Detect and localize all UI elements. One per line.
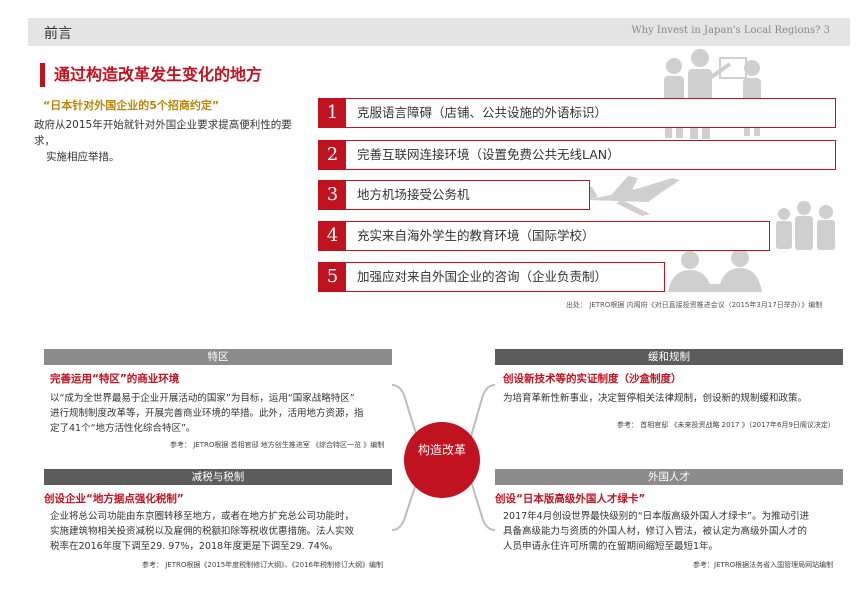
body-line: 企业将总公司功能由东京圈转移至地方，或者在地方扩充总公司功能时， <box>50 511 355 522</box>
top-bar: 前言 Why Invest in Japan's Local Regions? … <box>28 18 850 46</box>
foreign-talent-body: 2017年4月创设世界最快级别的“日本版高级外国人才绿卡”。为推动引进 具备高级… <box>503 509 843 554</box>
promise-number: 3 <box>319 181 346 209</box>
tax-subtitle: 创设企业“地方据点强化税制” <box>44 493 184 505</box>
special-zone-reference: 参考： JETRO根据 首相官邸 地方创生推进室 《综合特区一览 》编制 <box>170 441 385 449</box>
students-silhouette <box>776 201 835 250</box>
body-line: 以“成为全世界最易于企业开展活动的国家”为目标，运用“国家战略特区” <box>50 393 355 404</box>
intro-text: 政府从2015年开始就针对外国企业要求提高便利性的要求， 实施相应举措。 <box>34 117 309 165</box>
body-line: 人员申请永住许可所需的在留期间缩短至最短1年。 <box>503 541 719 552</box>
body-line: 实施建筑物相关投资减税以及雇佣的税额扣除等税收优惠措施。法人实效 <box>50 526 355 537</box>
body-line: 具备高级能力与资质的外国人材，修订入管法，被认定为高级外国人才的 <box>503 526 808 537</box>
promise-item-3: 3 地方机场接受公务机 <box>318 180 590 210</box>
title-accent-bar <box>40 63 45 87</box>
body-line: 2017年4月创设世界最快级别的“日本版高级外国人才绿卡”。为推动引进 <box>503 511 810 522</box>
body-line: 为培育革新性新事业，决定暂停相关法律规制，创设新的规制缓和政策。 <box>503 393 808 404</box>
airplane-silhouette <box>584 176 680 216</box>
foreign-talent-subtitle: 创设“日本版高级外国人才绿卡” <box>495 493 646 505</box>
promise-item-4: 4 充实来自海外学生的教育环境（国际学校） <box>318 221 770 251</box>
page-slogan: Why Invest in Japan's Local Regions? 3 <box>631 25 830 36</box>
promise-text: 克服语言障碍（店铺、公共设施的外语标识） <box>357 105 608 120</box>
promise-number: 2 <box>319 141 346 169</box>
promise-text: 加强应对来自外国企业的咨询（企业负责制） <box>357 269 608 284</box>
special-zone-header: 特区 <box>44 349 392 365</box>
page-title: 通过构造改革发生变化的地方 <box>54 65 263 84</box>
deregulation-subtitle: 创设新技术等的实证制度（沙盒制度） <box>503 373 682 385</box>
promise-text: 地方机场接受公务机 <box>357 187 470 202</box>
deregulation-header: 缓和规制 <box>495 349 843 365</box>
intro-line: 政府从2015年开始就针对外国企业要求提高便利性的要求， <box>34 119 292 147</box>
tax-body: 企业将总公司功能由东京圈转移至地方，或者在地方扩充总公司功能时， 实施建筑物相关… <box>50 509 395 554</box>
body-line: 税率在2016年度下调至29. 97%，2018年度更是下调至29. 74%。 <box>50 541 339 552</box>
promise-text: 完善互联网连接环境（设置免费公共无线LAN） <box>357 147 620 162</box>
consultation-silhouette <box>668 249 762 292</box>
deregulation-body: 为培育革新性新事业，决定暂停相关法律规制，创设新的规制缓和政策。 <box>503 391 843 406</box>
intro-line: 实施相应举措。 <box>46 151 120 163</box>
source-note: 出处： JETRO根据 内阁府《对日直接投资推进会议（2015年3月17日举办）… <box>566 301 823 309</box>
deregulation-reference: 参考： 首相官邸 《未来投资战略 2017 》（2017年6月9日阁议决定） <box>617 421 835 429</box>
center-label: 构造改革 <box>417 443 466 457</box>
promise-number: 1 <box>319 99 346 127</box>
body-line: 进行规制制度改革等，开展完善商业环境的举措。此外，活用地方资源，指 <box>50 408 364 419</box>
promises-subhead: “日本针对外国企业的5个招商约定” <box>43 99 220 112</box>
special-zone-subtitle: 完善运用“特区”的商业环境 <box>50 373 180 385</box>
center-circle <box>404 422 480 498</box>
promise-text: 充实来自海外学生的教育环境（国际学校） <box>357 228 595 243</box>
tax-header: 减税与税制 <box>44 469 392 485</box>
section-label: 前言 <box>44 26 72 42</box>
foreign-talent-reference: 参考：JETRO根据法务省入国管理局网站编制 <box>693 561 834 569</box>
connector-lines <box>391 384 496 531</box>
promise-item-1: 1 克服语言障碍（店铺、公共设施的外语标识） <box>318 98 836 128</box>
special-zone-body: 以“成为全世界最易于企业开展活动的国家”为目标，运用“国家战略特区” 进行规制制… <box>50 391 395 436</box>
foreign-talent-header: 外国人才 <box>495 469 843 485</box>
tax-reference: 参考： JETRO根据《2015年度税制修订大纲》、《2016年税制修订大纲》编… <box>142 561 383 569</box>
body-line: 定了41个“地方活性化综合特区”。 <box>50 423 196 434</box>
promise-item-5: 5 加强应对来自外国企业的咨询（企业负责制） <box>318 262 665 292</box>
promise-number: 4 <box>319 222 346 250</box>
promise-number: 5 <box>319 263 346 291</box>
promise-item-2: 2 完善互联网连接环境（设置免费公共无线LAN） <box>318 140 836 170</box>
